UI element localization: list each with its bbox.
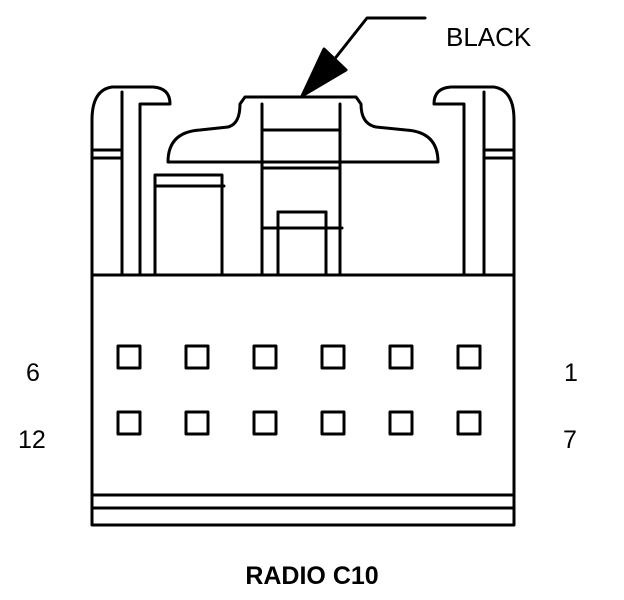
pin-cavity-7 <box>456 410 482 436</box>
pin-cavity-11 <box>184 410 210 436</box>
leader-arrow <box>300 16 427 98</box>
connector-body <box>90 273 516 527</box>
pin-label-top-right: 1 <box>564 359 578 387</box>
pin-cavity-10 <box>252 410 278 436</box>
pin-row-bottom <box>116 410 482 436</box>
pin-cavity-5 <box>184 344 210 370</box>
left-latch <box>90 85 172 277</box>
pin-cavity-3 <box>320 344 346 370</box>
pin-cavities <box>116 344 482 436</box>
connector-color-label: BLACK <box>446 22 532 52</box>
pin-cavity-6 <box>116 344 142 370</box>
right-latch <box>432 85 516 277</box>
pin-cavity-12 <box>116 410 142 436</box>
pin-row-top <box>116 344 482 370</box>
pin-cavity-4 <box>252 344 278 370</box>
pin-label-bottom-right: 7 <box>563 426 577 454</box>
pin-cavity-9 <box>320 410 346 436</box>
pin-cavity-2 <box>388 344 414 370</box>
pin-label-top-left: 6 <box>26 359 40 387</box>
pin-cavity-1 <box>456 344 482 370</box>
pin-label-bottom-left: 12 <box>18 426 46 454</box>
small-tab <box>153 173 226 277</box>
connector-title: RADIO C10 <box>245 562 379 590</box>
top-cap <box>166 95 440 277</box>
pin-cavity-8 <box>388 410 414 436</box>
